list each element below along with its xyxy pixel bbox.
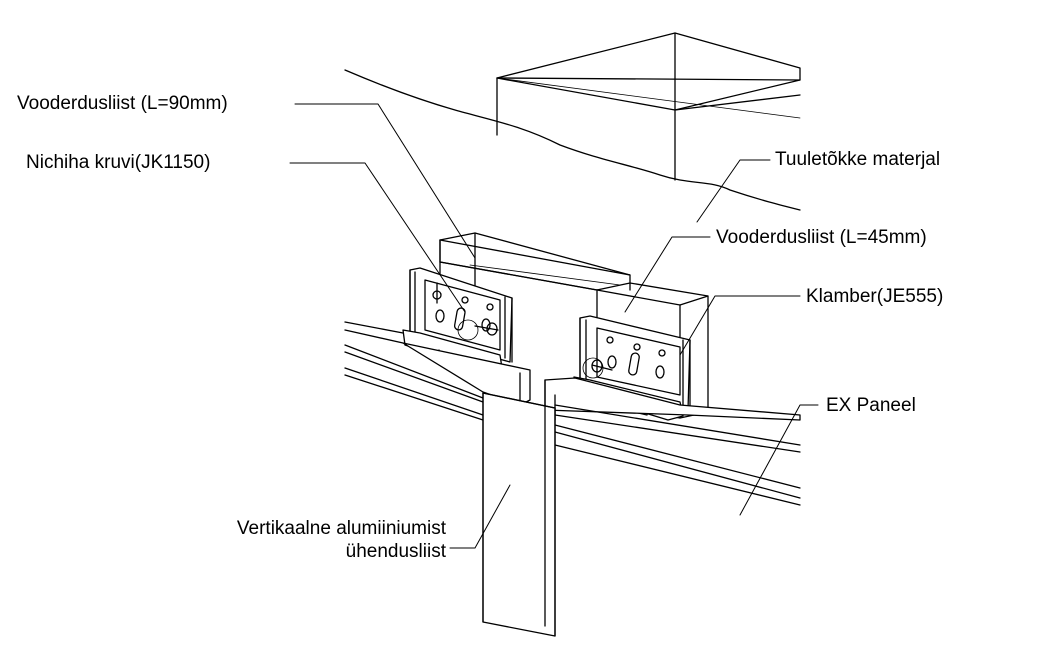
wind-barrier-box bbox=[344, 32, 801, 211]
leader-lines bbox=[289, 103, 819, 549]
label-tuuletokke: Tuuletõkke materjal bbox=[775, 149, 941, 170]
ex-panel bbox=[344, 321, 801, 506]
label-klamber: Klamber(JE555) bbox=[806, 286, 944, 307]
vertical-aluminium-joint bbox=[482, 392, 556, 637]
label-vertikaalne-line2: ühendusliist bbox=[345, 541, 446, 562]
furring-strip-90 bbox=[439, 232, 631, 301]
label-vertikaalne-line1: Vertikaalne alumiiniumist bbox=[236, 518, 446, 539]
label-vooderdusliist-90: Vooderdusliist (L=90mm) bbox=[17, 93, 228, 114]
label-nichiha-kruvi: Nichiha kruvi(JK1150) bbox=[26, 152, 211, 173]
label-vooderdusliist-45: Vooderdusliist (L=45mm) bbox=[716, 227, 927, 248]
label-ex-paneel: EX Paneel bbox=[826, 395, 916, 416]
